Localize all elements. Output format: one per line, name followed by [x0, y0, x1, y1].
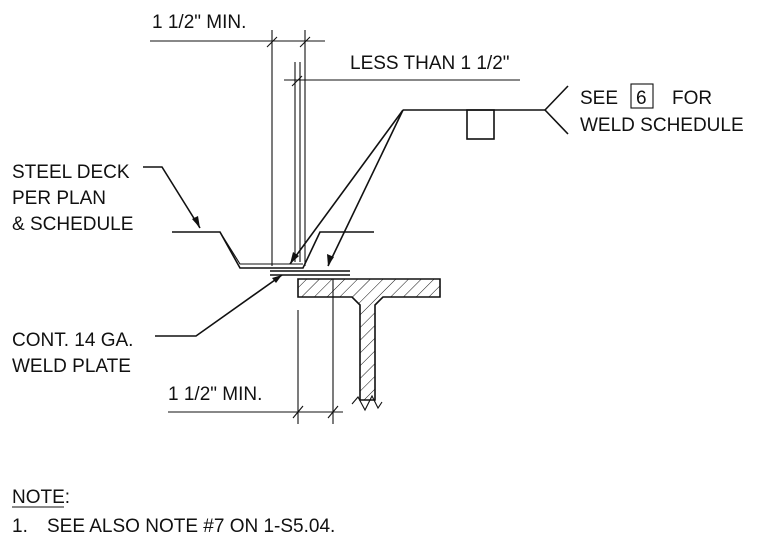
see-suffix-text: FOR	[672, 88, 712, 109]
note-item-text: SEE ALSO NOTE #7 ON 1-S5.04.	[47, 516, 335, 537]
weld-symbol	[289, 85, 569, 267]
detail-reference-number: 6	[636, 88, 647, 109]
top-min-dimension-label: 1 1/2" MIN.	[152, 12, 246, 33]
steel-deck-label-line2: PER PLAN	[12, 188, 106, 209]
weld-plate-label-line1: CONT. 14 GA.	[12, 330, 133, 351]
bottom-min-dimension-label: 1 1/2" MIN.	[168, 384, 262, 405]
note-heading: NOTE:	[12, 487, 70, 508]
detail-reference-box	[630, 83, 654, 109]
steel-deck-leader: STEEL DECK PER PLAN & SCHEDULE	[12, 162, 201, 235]
steel-deck-label-line3: & SCHEDULE	[12, 214, 133, 235]
note-item-number: 1.	[12, 516, 28, 537]
weld-schedule-text: WELD SCHEDULE	[580, 115, 744, 136]
weld-plate-label-line2: WELD PLATE	[12, 356, 131, 377]
less-than-dimension-label: LESS THAN 1 1/2"	[350, 53, 510, 74]
weld-schedule-callout: SEE 6 FOR WELD SCHEDULE	[580, 83, 744, 136]
steel-deck	[172, 231, 374, 269]
weld-plate-leader: CONT. 14 GA. WELD PLATE	[12, 274, 283, 377]
steel-tee-section	[297, 278, 441, 412]
less-than-dimension: LESS THAN 1 1/2"	[284, 53, 520, 262]
note-block: NOTE: 1. SEE ALSO NOTE #7 ON 1-S5.04.	[12, 487, 335, 537]
see-prefix-text: SEE	[580, 88, 618, 109]
weld-plate	[270, 270, 350, 276]
bottom-min-dimension: 1 1/2" MIN.	[168, 279, 343, 424]
top-min-dimension: 1 1/2" MIN.	[150, 12, 325, 266]
steel-deck-label-line1: STEEL DECK	[12, 162, 130, 183]
